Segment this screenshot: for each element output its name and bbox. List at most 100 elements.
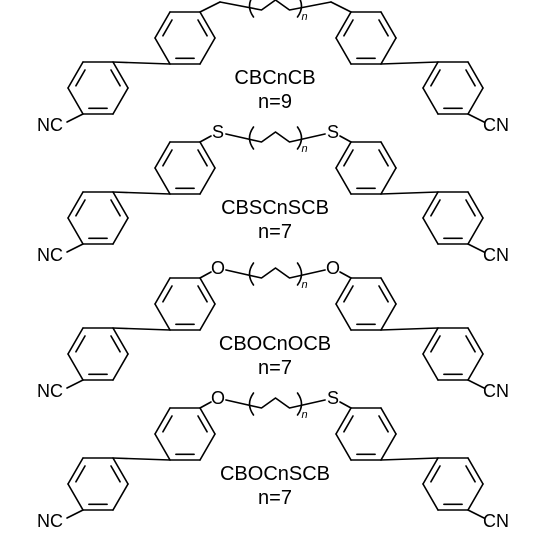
left-inner-ring-double-bond	[197, 149, 208, 167]
nitrile-bond-right	[467, 379, 485, 389]
right-inner-ring-bond	[335, 277, 352, 305]
left-outer-ring-bond	[67, 61, 84, 89]
right-outer-ring-bond	[467, 87, 484, 115]
left-outer-ring-bond	[112, 327, 129, 355]
right-outer-ring-double-bond	[465, 465, 476, 483]
nitrile-bond-left	[66, 379, 84, 389]
right-inner-ring-bond	[380, 167, 397, 195]
left-outer-ring-bond	[112, 483, 129, 511]
left-outer-ring-double-bond	[110, 69, 121, 87]
right-inner-ring-bond	[380, 407, 397, 435]
alkyl-chain	[219, 0, 332, 11]
molecule-cbocnscb: NC CN O S n CBOCnSCB n=7	[37, 388, 509, 531]
skeleton-bonds	[66, 262, 485, 389]
biphenyl-bond-left	[112, 327, 171, 331]
left-outer-ring-bond	[67, 87, 84, 115]
right-outer-ring-double-bond	[430, 69, 441, 87]
repeat-subscript: n	[302, 143, 308, 155]
compound-name: CBOCnOCB	[219, 333, 331, 355]
skeleton-bonds	[66, 392, 485, 519]
right-outer-ring-bond	[422, 217, 439, 245]
left-outer-ring-bond	[112, 191, 129, 219]
right-inner-ring-double-bond	[378, 285, 389, 303]
right-outer-ring-bond	[467, 457, 484, 485]
right-outer-ring-bond	[422, 483, 439, 511]
left-inner-ring-bond	[199, 141, 216, 169]
molecule-cbscnscb: NC CN S S n CBSCnSCB n=7	[37, 122, 509, 265]
biphenyl-bond-left	[112, 457, 171, 461]
right-inner-ring-bond	[335, 37, 352, 65]
left-bracket	[248, 126, 255, 150]
biphenyl-bond-right	[380, 61, 439, 65]
nitrile-bond-right	[467, 243, 485, 253]
left-inner-ring-bond	[154, 141, 171, 169]
left-inner-ring-double-bond	[197, 285, 208, 303]
right-inner-ring-double-bond	[343, 285, 354, 303]
right-inner-ring-bond	[335, 433, 352, 461]
left-outer-ring-double-bond	[75, 199, 86, 217]
right-inner-ring-bond	[335, 407, 352, 435]
nitrile-bond-right	[467, 509, 485, 519]
left-outer-ring-bond	[112, 353, 129, 381]
chain-length-label: n=7	[258, 487, 292, 509]
chain-length-label: n=9	[258, 91, 292, 113]
right-outer-ring-double-bond	[430, 199, 441, 217]
left-outer-ring-bond	[67, 483, 84, 511]
right-outer-ring-bond	[422, 327, 439, 355]
linker-left-atom: O	[211, 388, 225, 408]
nitrile-right-label: CN	[483, 511, 509, 531]
compound-name: CBSCnSCB	[221, 197, 329, 219]
right-outer-ring-double-bond	[430, 465, 441, 483]
right-inner-ring-double-bond	[378, 149, 389, 167]
right-outer-ring-double-bond	[465, 69, 476, 87]
right-outer-ring-double-bond	[430, 335, 441, 353]
nitrile-right-label: CN	[483, 115, 509, 135]
left-outer-ring-double-bond	[75, 465, 86, 483]
right-inner-ring-double-bond	[343, 19, 354, 37]
left-inner-ring-bond	[154, 303, 171, 331]
left-outer-ring-double-bond	[110, 199, 121, 217]
left-inner-ring-bond	[199, 407, 216, 435]
left-outer-ring-bond	[67, 191, 84, 219]
left-outer-ring-double-bond	[75, 69, 86, 87]
nitrile-bond-left	[66, 243, 84, 253]
right-inner-ring-double-bond	[343, 149, 354, 167]
linker-bond-left	[199, 271, 212, 279]
nitrile-left-label: NC	[37, 511, 63, 531]
left-outer-ring-double-bond	[75, 335, 86, 353]
biphenyl-bond-right	[380, 191, 439, 195]
left-inner-ring-double-bond	[197, 19, 208, 37]
repeat-subscript: n	[302, 409, 308, 421]
right-outer-ring-double-bond	[465, 335, 476, 353]
right-inner-ring-double-bond	[378, 19, 389, 37]
right-inner-ring-bond	[380, 141, 397, 169]
left-outer-ring-bond	[112, 61, 129, 89]
left-inner-ring-bond	[154, 277, 171, 305]
right-inner-ring-bond	[335, 11, 352, 39]
linker-bond-left	[199, 135, 212, 143]
nitrile-left-label: NC	[37, 245, 63, 265]
linker-bond-right	[339, 271, 352, 279]
right-inner-ring-double-bond	[343, 415, 354, 433]
compound-name: CBCnCB	[234, 67, 315, 89]
right-inner-ring-bond	[335, 141, 352, 169]
left-inner-ring-bond	[199, 11, 216, 39]
molecule-cbcncb: NC CN n CBCnCB n=9	[37, 0, 509, 135]
right-outer-ring-bond	[422, 87, 439, 115]
right-outer-ring-bond	[422, 61, 439, 89]
compound-name: CBOCnSCB	[220, 463, 330, 485]
alkyl-chain	[225, 267, 326, 279]
right-outer-ring-bond	[467, 191, 484, 219]
left-outer-ring-bond	[112, 457, 129, 485]
linker-right-atom: S	[327, 388, 339, 408]
biphenyl-bond-left	[112, 61, 171, 65]
nitrile-left-label: NC	[37, 381, 63, 401]
left-inner-ring-bond	[154, 11, 171, 39]
left-inner-ring-bond	[199, 433, 216, 461]
linker-bond-right	[339, 135, 352, 143]
right-inner-ring-bond	[335, 167, 352, 195]
chain-length-label: n=7	[258, 357, 292, 379]
left-bracket	[248, 262, 255, 286]
left-outer-ring-bond	[67, 457, 84, 485]
